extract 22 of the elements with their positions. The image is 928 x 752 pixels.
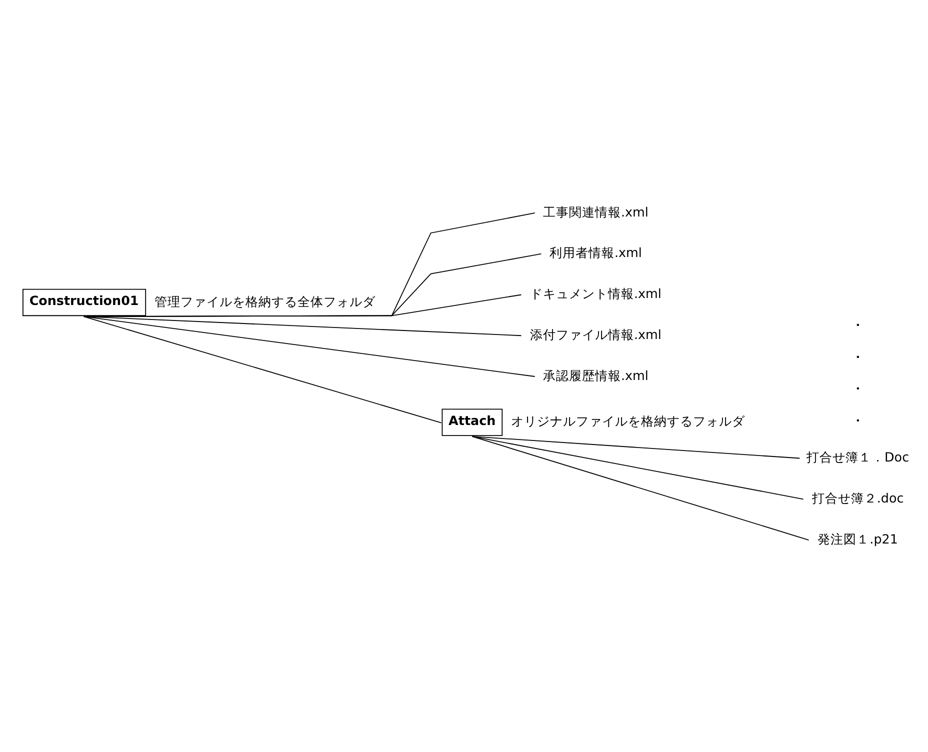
node-label: オリジナルファイルを格納するフォルダ: [511, 413, 746, 428]
node-text: 工事関連情報.xml: [542, 204, 648, 219]
connector: [472, 436, 810, 540]
node-text: 承認履歴情報.xml: [542, 367, 648, 382]
label: ・: [850, 381, 866, 398]
label: ・: [850, 349, 866, 366]
node-text: 打合せ簿１．Doc: [806, 449, 910, 464]
connector: [472, 436, 800, 458]
connector: [472, 436, 804, 500]
label: ・: [850, 317, 866, 334]
node-text: ドキュメント情報.xml: [530, 286, 662, 301]
node-text: 添付ファイル情報.xml: [530, 326, 662, 342]
node-text: 発注図１.p21: [818, 530, 898, 546]
node-text: 打合せ簿２.doc: [812, 490, 904, 505]
node-label: 管理ファイルを格納する全体フォルダ: [154, 293, 376, 308]
node-box: Construction01: [22, 288, 146, 316]
label: ・: [850, 412, 866, 429]
connector: [83, 316, 522, 336]
node-text: 利用者情報.xml: [549, 244, 642, 260]
connector: [83, 316, 536, 376]
node-box: Attach: [442, 408, 503, 436]
connector: [83, 316, 442, 423]
